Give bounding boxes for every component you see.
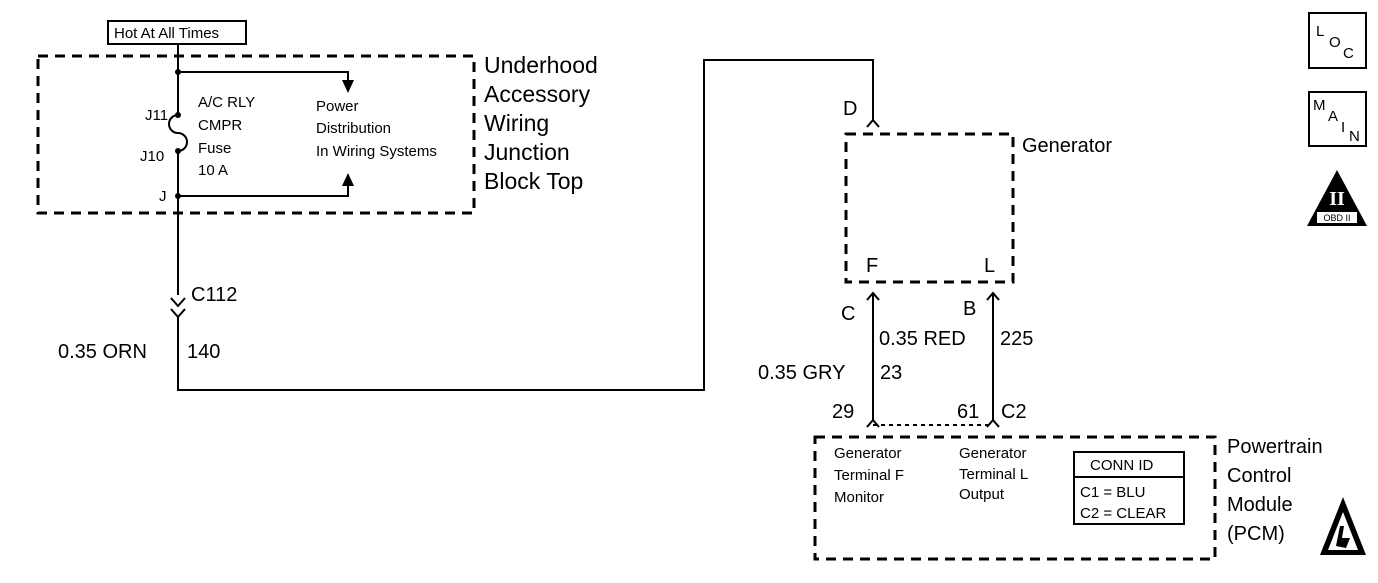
pcm-name-line: Powertrain: [1227, 436, 1323, 458]
connector-c112: C112: [191, 284, 237, 306]
fuse-symbol: [168, 114, 188, 152]
generator-terminal-d: D: [843, 98, 857, 120]
generator-c-connector: [866, 291, 880, 301]
wire-gry-size-color: 0.35 GRY: [758, 362, 845, 384]
fuse-label-line: A/C RLY: [198, 94, 255, 111]
conn-id-title: CONN ID: [1090, 457, 1154, 474]
wire-gry-circuit: 23: [880, 362, 902, 384]
wire-orn-size-color: 0.35 ORN: [58, 341, 147, 363]
pcm-name-line: (PCM): [1227, 523, 1285, 545]
wire-red-circuit: 225: [1000, 328, 1033, 350]
power-dist-line: In Wiring Systems: [316, 143, 437, 160]
c112-connector-upper: [170, 297, 186, 308]
pcm-pin-61: 61: [957, 401, 979, 423]
pcm-terminal-l-label: Generator Terminal L Output: [959, 445, 1028, 503]
esd-sensitive-icon: [1320, 497, 1366, 555]
pcm-term-l-line: Output: [959, 486, 1005, 503]
power-dist-wire-top: [178, 71, 349, 83]
fuse-label-line: Fuse: [198, 140, 231, 157]
loc-icon-letter: C: [1343, 45, 1354, 62]
loc-icon-letter: O: [1329, 34, 1341, 51]
pcm-term-f-line: Monitor: [834, 489, 884, 506]
pcm-terminal-f-label: Generator Terminal F Monitor: [834, 445, 904, 506]
loc-icon[interactable]: L O C: [1308, 12, 1367, 69]
terminal-j11: J11: [145, 107, 168, 124]
arrow-up-icon: [342, 173, 354, 186]
main-icon-letter: I: [1341, 119, 1345, 136]
obd-numeral: II: [1329, 188, 1345, 210]
generator-d-connector: [866, 118, 880, 128]
c112-connector-lower: [170, 308, 186, 319]
main-icon[interactable]: M A I N: [1308, 91, 1367, 147]
main-icon-letter: N: [1349, 128, 1360, 145]
power-dist-line: Power: [316, 98, 359, 115]
fuse-block-name-line: Junction: [484, 139, 570, 165]
terminal-j10: J10: [140, 148, 164, 165]
fuse-block-name: Underhood Accessory Wiring Junction Bloc…: [484, 52, 598, 194]
generator-terminal-f: F: [866, 255, 878, 277]
fuse-block-outline: [36, 54, 476, 215]
generator-outline: [844, 132, 1015, 284]
fuse-block-name-line: Accessory: [484, 81, 591, 107]
wire-orn-circuit: 140: [187, 341, 220, 363]
pcm-term-f-line: Generator: [834, 445, 902, 462]
j11-dot: [175, 112, 181, 118]
pcm-name-line: Control: [1227, 465, 1291, 487]
fuse-block-name-line: Block Top: [484, 168, 583, 194]
pcm-name-line: Module: [1227, 494, 1293, 516]
terminal-j: J: [159, 188, 167, 205]
main-icon-letter: M: [1313, 97, 1326, 114]
j10-dot: [175, 148, 181, 154]
obd-label: OBD II: [1323, 213, 1350, 223]
pcm-pin-29: 29: [832, 401, 854, 423]
orn-wire-140: [177, 59, 874, 391]
generator-terminal-l: L: [984, 255, 995, 277]
fuse-block-name-line: Underhood: [484, 52, 598, 78]
pcm-connector-c2: C2: [1001, 401, 1027, 423]
fuse-block-name-line: Wiring: [484, 110, 549, 136]
pcm-term-f-line: Terminal F: [834, 467, 904, 484]
pcm-term-l-line: Terminal L: [959, 466, 1028, 483]
generator-b-connector: [986, 291, 1000, 301]
pcm-name: Powertrain Control Module (PCM): [1227, 436, 1323, 545]
power-dist-wire-bottom: [178, 183, 349, 197]
wire-red-size-color: 0.35 RED: [879, 328, 966, 350]
obd-ii-icon[interactable]: II OBD II: [1307, 170, 1367, 226]
conn-id-table: CONN ID C1 = BLU C2 = CLEAR: [1073, 451, 1185, 525]
generator-pin-c: C: [841, 303, 855, 325]
pcm-term-l-line: Generator: [959, 445, 1027, 462]
power-dist-line: Distribution: [316, 120, 391, 137]
pcm-outline: [813, 435, 1217, 561]
power-label: Hot At All Times: [114, 25, 219, 42]
main-icon-letter: A: [1328, 108, 1338, 125]
conn-id-box: [1073, 451, 1185, 525]
loc-icon-letter: L: [1316, 23, 1324, 40]
fuse-label-line: 10 A: [198, 162, 228, 179]
generator-pin-b: B: [963, 298, 976, 320]
fuse-label: A/C RLY CMPR Fuse 10 A: [198, 94, 255, 179]
arrow-down-icon: [342, 80, 354, 93]
generator-name: Generator: [1022, 135, 1112, 157]
power-distribution-label: Power Distribution In Wiring Systems: [316, 98, 437, 160]
conn-id-row: C1 = BLU: [1080, 484, 1145, 501]
conn-id-row: C2 = CLEAR: [1080, 505, 1166, 522]
fuse-label-line: CMPR: [198, 117, 242, 134]
